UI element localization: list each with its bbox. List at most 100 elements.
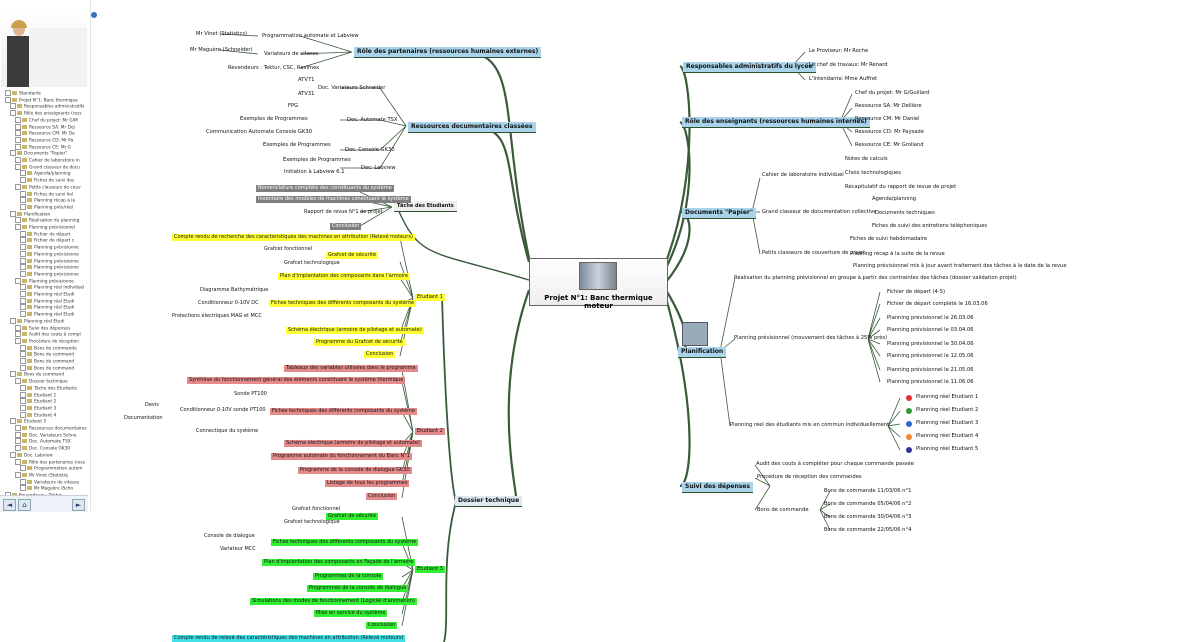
tree-item[interactable]: Responsables administratifs <box>10 103 84 110</box>
expand-toggle-icon[interactable] <box>15 143 21 150</box>
topic-realisation-planning[interactable]: Réalisation du planning prévisionnel en … <box>734 275 1017 281</box>
expand-toggle-icon[interactable] <box>20 257 26 264</box>
topic-r-connectique[interactable]: Connectique du système <box>196 428 259 434</box>
expand-toggle-icon[interactable] <box>20 485 26 492</box>
expand-toggle-icon[interactable] <box>20 237 26 244</box>
topic-g-programmes-dialogue[interactable]: Programmes de la console de dialogue <box>307 585 409 592</box>
tree-item[interactable]: Tâche des Etudiants <box>20 384 77 392</box>
tree-item[interactable]: Chef du projet: Mr G/M <box>15 116 78 124</box>
topic-y-diagramme[interactable]: Diagramme Bathymétrique <box>200 287 269 293</box>
nav-next-button[interactable]: ► <box>72 499 85 511</box>
expand-toggle-icon[interactable] <box>20 404 26 411</box>
topic-r-sonde[interactable]: Sonde PT100 <box>234 391 267 397</box>
tree-item[interactable]: Ressources documentaires <box>15 425 87 432</box>
topic-rv-3[interactable]: Planning réel Etudiant 4 <box>916 433 979 439</box>
topic-audit-couts[interactable]: Audit des couts à compléter pour chaque … <box>756 461 914 467</box>
topic-y-grafcet-securite[interactable]: Grafcet de sécurité <box>326 252 379 259</box>
topic-pv-0[interactable]: Fichier de départ (4-5) <box>887 289 946 295</box>
tree-item[interactable]: Planning prévisionne <box>20 270 79 278</box>
topic-doc-schneider[interactable]: Doc. Variateurs Schneider <box>318 85 386 91</box>
expand-toggle-icon[interactable] <box>20 398 26 405</box>
topic-documents-papier[interactable]: Documents "Papier" <box>682 208 756 219</box>
tree-item[interactable]: Audit des couts à compl <box>15 331 81 338</box>
expand-toggle-icon[interactable] <box>10 317 16 324</box>
expand-toggle-icon[interactable] <box>10 371 16 378</box>
tree-item[interactable]: Ressource CE: Mr G <box>15 143 71 151</box>
topic-r-schema[interactable]: Schéma électrique (armoire de pilotage e… <box>284 440 422 447</box>
expand-toggle-icon[interactable] <box>20 250 26 257</box>
topic-planning-reel[interactable]: Planning réel des étudiants mis en commu… <box>730 422 890 428</box>
tree-item[interactable]: Doc. Variateurs Schne <box>15 431 76 439</box>
expand-toggle-icon[interactable] <box>15 277 21 284</box>
expand-toggle-icon[interactable] <box>15 157 21 163</box>
topic-chef-travaux[interactable]: Le chef de travaux: Mr Renard <box>809 62 888 68</box>
topic-conclusion-taches[interactable]: Conclusion <box>330 223 362 230</box>
topic-chef-projet[interactable]: Chef du projet: Mr G/Guillard <box>855 90 930 96</box>
topic-r-conclusion[interactable]: Conclusion <box>366 493 398 500</box>
expand-toggle-icon[interactable] <box>10 150 16 157</box>
expand-toggle-icon[interactable] <box>20 351 26 358</box>
topic-planning-maj[interactable]: Planning prévisionnel mis à jour avant t… <box>853 263 1067 269</box>
topic-g-programmes-console[interactable]: Programmes de la console <box>313 573 384 580</box>
expand-toggle-icon[interactable] <box>20 478 26 485</box>
tree-item[interactable]: Planning réel individuel <box>20 284 84 291</box>
tree-item[interactable]: Dossier technique <box>15 378 68 385</box>
topic-exemples[interactable]: Exemples de Programmes <box>240 116 308 122</box>
topic-y-grafcet-technologique[interactable]: Grafcet technologique <box>284 260 340 266</box>
topic-variateurs[interactable]: Variateurs de vitesse <box>264 51 319 57</box>
expand-toggle-icon[interactable] <box>20 411 26 418</box>
topic-inventaire[interactable]: Inventaire des modèles de machines const… <box>256 196 411 203</box>
topic-rv-4[interactable]: Planning réel Etudiant 5 <box>916 446 979 452</box>
topic-exemples-labview[interactable]: Exemples de Programmes <box>283 157 351 163</box>
tree-item[interactable]: Rôle des partenaires (ress <box>15 458 85 466</box>
expand-toggle-icon[interactable] <box>15 337 21 344</box>
expand-toggle-icon[interactable] <box>15 217 21 224</box>
topic-pv-5[interactable]: Planning prévisionnel le 12.05.06 <box>887 353 974 359</box>
topic-planning-previsionnel[interactable]: Planning prévisionnel (mouvement des tâc… <box>734 335 888 341</box>
topic-ressource-cd[interactable]: Ressource CD: Mr Paysade <box>855 129 924 135</box>
topic-pv-1[interactable]: Fichier de départ complété le 16.03.06 <box>887 301 988 307</box>
topic-r-tableaux[interactable]: Tableaux des variables utilisées dans le… <box>284 365 418 372</box>
tree-item[interactable]: Planning prévisionne <box>20 250 79 258</box>
tree-item[interactable]: Planning prévisionne <box>20 264 79 271</box>
topic-pv-3[interactable]: Planning prévisionnel le 03.04.06 <box>887 327 974 333</box>
expand-toggle-icon[interactable] <box>15 458 21 465</box>
topic-y-protections[interactable]: Protections électriques MAG et MCC <box>172 313 262 319</box>
tree-item[interactable]: Etudiant 4 <box>20 411 56 419</box>
topic-communication[interactable]: Communication Automate Console GK30 <box>206 129 312 135</box>
topic-nomenclature[interactable]: Nomenclature complète des constituants d… <box>256 185 394 192</box>
tree-item[interactable]: Planning prévisionne <box>15 277 74 285</box>
expand-toggle-icon[interactable] <box>15 136 21 143</box>
topic-pv-4[interactable]: Planning prévisionnel le 30.04.06 <box>887 341 974 347</box>
expand-toggle-icon[interactable] <box>15 224 21 230</box>
expand-toggle-icon[interactable] <box>15 123 21 130</box>
tree-item[interactable]: Fichier de départ c <box>20 237 74 244</box>
topic-g-plan[interactable]: Plan d'implantation des composants en Fa… <box>262 559 416 566</box>
nav-prev-button[interactable]: ◄ <box>3 499 16 511</box>
tree-item[interactable]: Bons de command <box>20 351 74 358</box>
topic-y-fiches-techniques[interactable]: Fiches techniques des différents composa… <box>269 300 417 307</box>
tree-item[interactable]: Doc. Automate TSX <box>15 438 71 445</box>
tree-item[interactable]: Etudiant 5 <box>10 418 46 425</box>
tree-item[interactable]: Fiches de suivi hel <box>20 190 73 198</box>
topic-g-simulations[interactable]: Simulations des modes de fonctionnement … <box>250 598 417 605</box>
tree-item[interactable]: Planning prévisionne <box>20 244 79 251</box>
expand-toggle-icon[interactable] <box>20 297 26 304</box>
topic-rv-2[interactable]: Planning réel Etudiant 3 <box>916 420 979 426</box>
expand-toggle-icon[interactable] <box>20 358 26 364</box>
expand-toggle-icon[interactable] <box>20 364 26 371</box>
tree-item[interactable]: Doc. Labview <box>10 451 53 459</box>
topic-programmation[interactable]: Programmation automate et Labview <box>262 33 359 39</box>
topic-intendante[interactable]: L'Intendante: Mme Auffret <box>809 76 878 82</box>
expand-toggle-icon[interactable] <box>5 96 11 103</box>
expand-toggle-icon[interactable] <box>20 284 26 291</box>
topic-r-documentation[interactable]: Documentation <box>124 415 163 421</box>
topic-etudiant-2[interactable]: Etudiant 2 <box>415 428 445 435</box>
expand-toggle-icon[interactable] <box>15 425 21 431</box>
topic-fpg[interactable]: FPG <box>288 103 299 109</box>
topic-grand-classeur[interactable]: Grand classeur de documentation collecti… <box>762 209 877 215</box>
expand-toggle-icon[interactable] <box>20 270 26 277</box>
expand-toggle-icon[interactable] <box>10 103 16 110</box>
topic-ressource-ce[interactable]: Ressource CE: Mr Grolland <box>855 142 924 148</box>
tree-item[interactable]: Fiches de suivi des <box>20 177 74 184</box>
